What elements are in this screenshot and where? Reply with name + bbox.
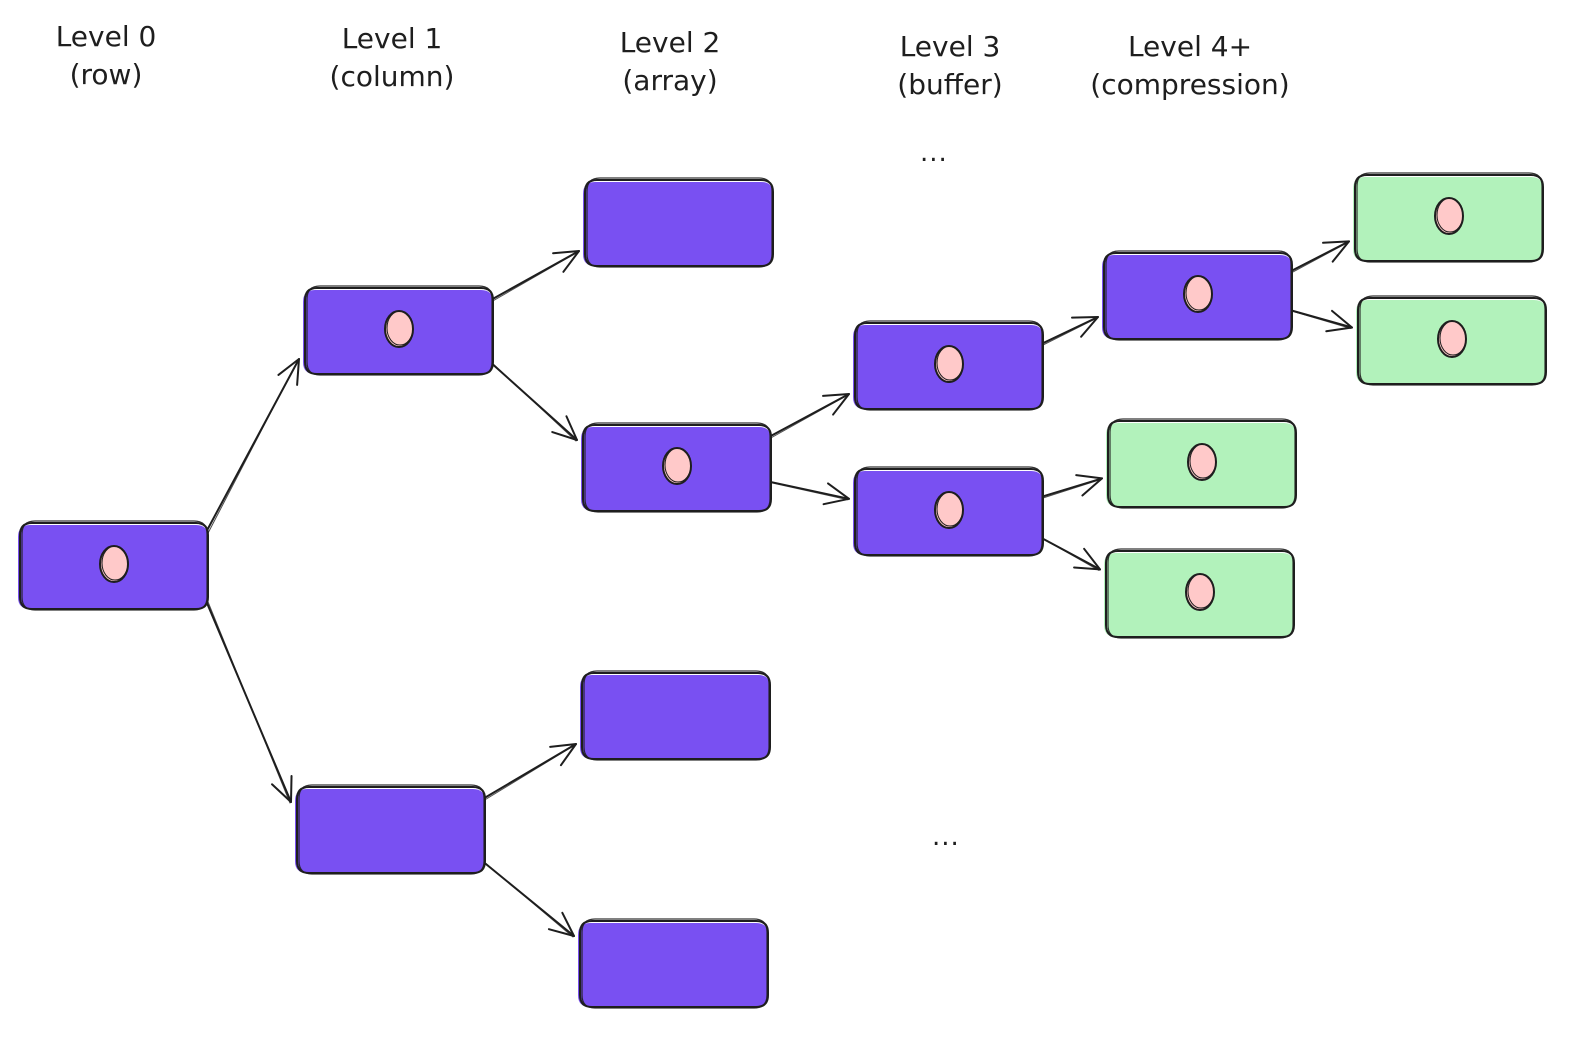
node-outline-sketch — [1107, 548, 1294, 639]
node-outline-sketch — [1105, 250, 1292, 341]
pointer-dot-sketch — [664, 447, 692, 483]
edges — [203, 240, 1353, 938]
node-outline-sketch — [856, 466, 1043, 557]
pointer-dot — [1187, 443, 1217, 481]
node-outline-sketch — [1359, 295, 1546, 386]
edge-arrow — [1038, 535, 1101, 571]
node-cmp-1 — [1102, 250, 1293, 341]
node-outline-sketch — [298, 784, 485, 875]
pointer-dot — [1434, 197, 1464, 235]
edge-arrow — [203, 358, 300, 538]
node-leaf-2 — [1356, 295, 1547, 386]
nodes — [18, 172, 1547, 1009]
level-4-label: Level 4+ (compression) — [1070, 28, 1310, 104]
edge-arrow — [1038, 474, 1103, 500]
node-buf-2 — [853, 466, 1044, 557]
pointer-dot — [662, 447, 692, 485]
level-title: Level 2 — [619, 26, 721, 59]
level-subtitle: (buffer) — [897, 68, 1003, 101]
level-subtitle: (row) — [69, 58, 143, 91]
node-outline-sketch — [1109, 418, 1296, 509]
node-fill — [583, 182, 773, 266]
level-title: Level 1 — [341, 22, 443, 55]
node-leaf-1 — [1353, 172, 1544, 263]
ellipsis-bottom: ... — [932, 822, 960, 852]
pointer-dot-sketch — [1187, 573, 1215, 609]
pointer-dot-sketch — [386, 310, 414, 346]
node-cmp-3 — [1104, 548, 1295, 639]
node-row — [18, 520, 209, 611]
pointer-dot-sketch — [1436, 197, 1464, 233]
edge-arrow — [488, 250, 580, 303]
edge-arrow — [488, 360, 578, 442]
pointer-dot — [934, 345, 964, 383]
pointer-dot-sketch — [1189, 443, 1217, 479]
pointer-dot — [934, 491, 964, 529]
pointer-dot-sketch — [936, 345, 964, 381]
level-subtitle: (compression) — [1090, 68, 1290, 101]
edge-arrow — [1287, 240, 1350, 275]
node-fill — [295, 789, 485, 873]
node-fill — [578, 923, 768, 1007]
pointer-dot-sketch — [936, 491, 964, 527]
node-cmp-2 — [1106, 418, 1297, 509]
node-arr-b1 — [580, 670, 771, 761]
node-outline-sketch — [586, 177, 773, 268]
ellipsis-top: ... — [920, 138, 948, 168]
node-outline-sketch — [1356, 172, 1543, 263]
edge-arrow — [1038, 316, 1099, 347]
pointer-dot — [1183, 275, 1213, 313]
node-fill — [580, 675, 770, 759]
level-subtitle: (array) — [622, 64, 718, 97]
level-title: Level 0 — [55, 20, 157, 53]
level-0-label: Level 0 (row) — [0, 18, 226, 94]
pointer-dot-sketch — [1439, 320, 1467, 356]
level-subtitle: (column) — [329, 60, 455, 93]
node-outline-sketch — [21, 520, 208, 611]
edge-arrow — [203, 595, 293, 804]
edge-arrow — [766, 393, 850, 440]
pointer-dot — [1185, 573, 1215, 611]
edge-arrow — [480, 859, 575, 938]
level-3-label: Level 3 (buffer) — [830, 28, 1070, 104]
edge-arrow — [1287, 308, 1353, 333]
pointer-dot — [1437, 320, 1467, 358]
node-arr-a2 — [581, 422, 772, 513]
level-title: Level 4+ — [1127, 30, 1253, 63]
node-arr-a1 — [583, 177, 774, 268]
edge-arrow — [480, 743, 577, 802]
node-outline-sketch — [306, 285, 493, 376]
node-col-a — [303, 285, 494, 376]
node-arr-b2 — [578, 918, 769, 1009]
node-outline-sketch — [856, 320, 1043, 411]
pointer-dot — [99, 545, 129, 583]
node-buf-1 — [853, 320, 1044, 411]
node-outline-sketch — [581, 918, 768, 1009]
node-col-b — [295, 784, 486, 875]
edge-arrow — [766, 480, 850, 506]
pointer-dot-sketch — [101, 545, 129, 581]
pointer-dot-sketch — [1185, 275, 1213, 311]
node-outline-sketch — [583, 670, 770, 761]
level-2-label: Level 2 (array) — [550, 24, 790, 100]
pointer-dot — [384, 310, 414, 348]
level-1-label: Level 1 (column) — [272, 20, 512, 96]
level-title: Level 3 — [899, 30, 1001, 63]
node-outline-sketch — [584, 422, 771, 513]
